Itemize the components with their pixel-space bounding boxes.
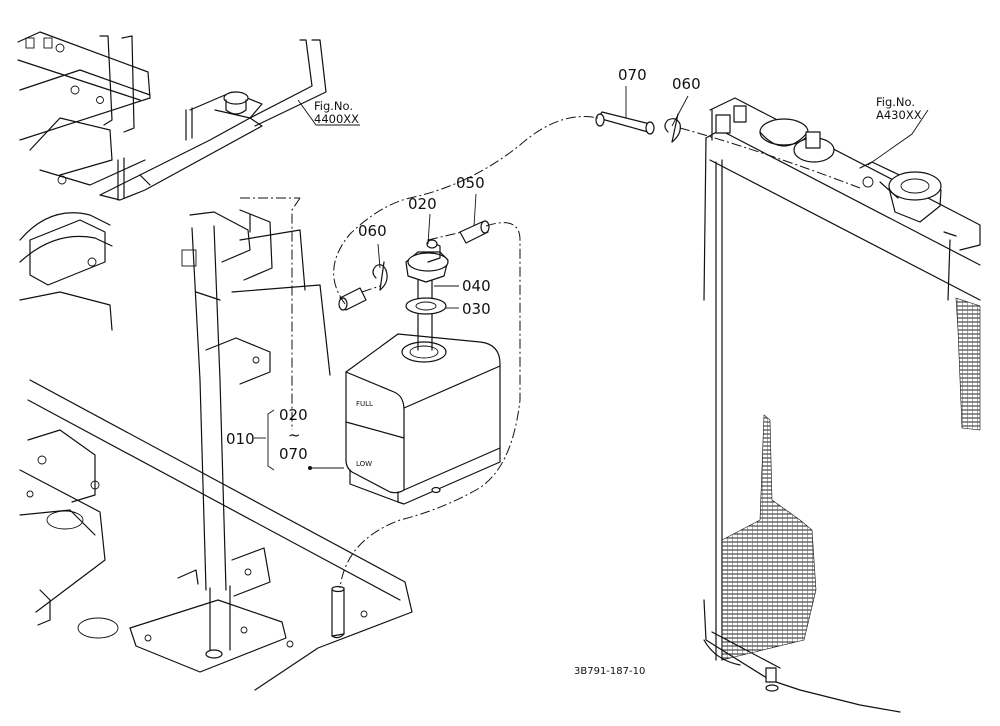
fig-ref-2-number: A430XX [876, 108, 922, 122]
leader-lines [254, 86, 929, 471]
fig-ref-2-label: Fig.No. [876, 95, 915, 109]
cap-assembly [405, 239, 449, 351]
frame-assembly [17, 31, 413, 691]
label-range-from: 020 [279, 406, 308, 424]
radiator [703, 97, 981, 713]
tank-full-mark: FULL [356, 400, 373, 408]
tank-low-mark: LOW [356, 460, 372, 468]
hoses-and-clamps [331, 111, 681, 639]
fig-ref-1-label: Fig.No. [314, 99, 353, 113]
label-part-050: 050 [456, 174, 485, 192]
part-labels: 070 060 050 020 060 040 030 010 020 ~ 07… [226, 66, 701, 463]
label-part-060-top: 060 [672, 75, 701, 93]
hose-routing [240, 116, 861, 589]
label-part-030: 030 [462, 300, 491, 318]
label-range-sep: ~ [288, 426, 301, 444]
label-range-to: 070 [279, 445, 308, 463]
label-part-020: 020 [408, 195, 437, 213]
label-part-010: 010 [226, 430, 255, 448]
drawing-code: 3B791-187-10 [574, 666, 645, 677]
label-part-070-top: 070 [618, 66, 647, 84]
fig-ref-1-number: 4400XX [314, 112, 359, 126]
reserve-tank: FULL LOW [345, 333, 501, 505]
label-part-040: 040 [462, 277, 491, 295]
figure-references: Fig.No. 4400XX Fig.No. A430XX [314, 95, 922, 126]
label-part-060-left: 060 [358, 222, 387, 240]
